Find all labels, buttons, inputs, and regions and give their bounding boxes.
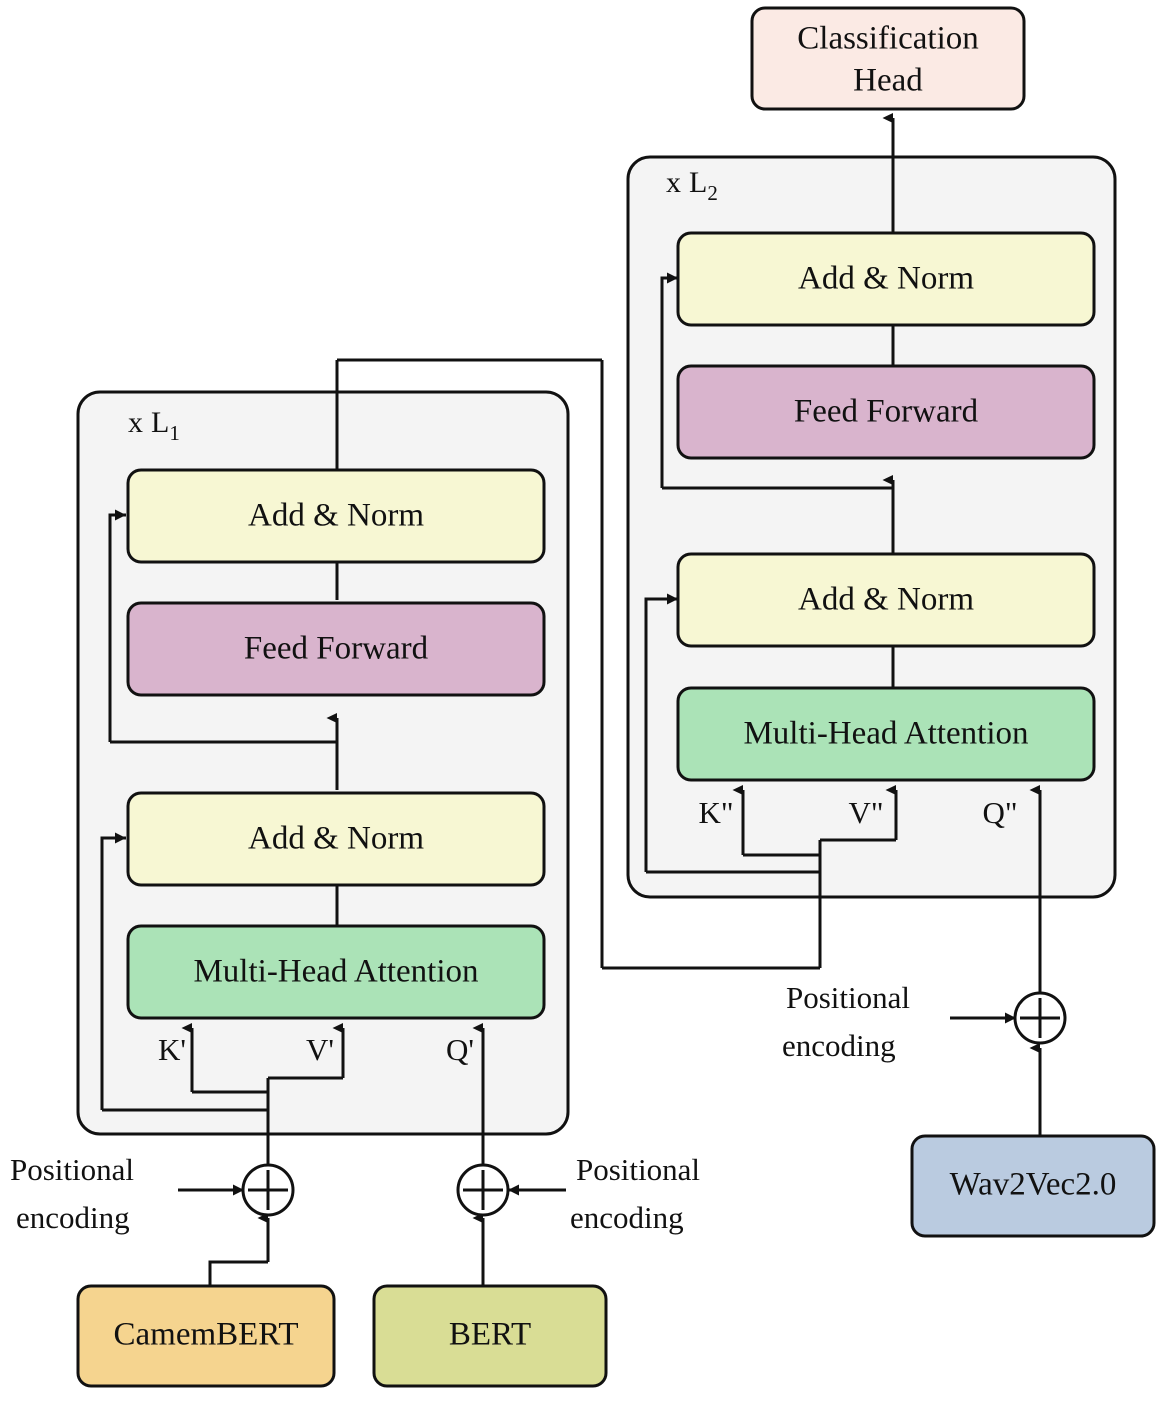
label-l1-v: V' — [306, 1032, 334, 1067]
pe-right-line2: encoding — [782, 1028, 896, 1063]
node-bert[interactable]: BERT — [372, 1284, 608, 1388]
node-l1-add-norm-bottom[interactable]: Add & Norm — [126, 791, 546, 887]
classification-head-label-line2: Head — [853, 63, 923, 99]
node-wav2vec[interactable]: Wav2Vec2.0 — [910, 1134, 1156, 1238]
node-l2-add-norm-top[interactable]: Add & Norm — [676, 231, 1096, 327]
l1-attention-label: Multi-Head Attention — [193, 954, 478, 990]
label-l1-k: K' — [158, 1032, 186, 1067]
edge-l2-residual-attn — [644, 593, 678, 872]
l2-attention-label: Multi-Head Attention — [743, 716, 1028, 752]
node-l2-multi-head-attention[interactable]: Multi-Head Attention — [676, 686, 1096, 782]
pe-right-line1: Positional — [786, 980, 910, 1015]
edge-l2-residual-ff — [660, 272, 678, 488]
positional-encoding-right: Positional encoding — [782, 980, 910, 1063]
plus-circle-icon-middle — [456, 1163, 510, 1217]
pe-left-line1: Positional — [10, 1152, 134, 1187]
plus-circle-icon-left — [241, 1163, 295, 1217]
node-l2-add-norm-bottom[interactable]: Add & Norm — [676, 552, 1096, 648]
positional-encoding-middle: Positional encoding — [570, 1152, 700, 1235]
edge-camembert-elbow — [208, 1260, 268, 1288]
node-l1-multi-head-attention[interactable]: Multi-Head Attention — [126, 924, 546, 1020]
plus-circle-icon-right — [1013, 991, 1067, 1045]
camembert-label: CamemBERT — [114, 1317, 299, 1353]
label-l2-v: V" — [848, 795, 883, 830]
pe-left-line2: encoding — [16, 1200, 130, 1235]
edge-l1-residual-attn — [100, 832, 126, 1110]
edge-l1-residual-ff — [108, 509, 126, 742]
pe-middle-line2: encoding — [570, 1200, 684, 1235]
l2-add-norm-top-label: Add & Norm — [798, 261, 974, 297]
node-l1-feed-forward[interactable]: Feed Forward — [126, 601, 546, 697]
classification-head-label-line1: Classification — [797, 21, 978, 57]
pe-middle-line1: Positional — [576, 1152, 700, 1187]
bert-label: BERT — [449, 1317, 531, 1353]
positional-encoding-left: Positional encoding — [10, 1152, 134, 1235]
node-l1-add-norm-top[interactable]: Add & Norm — [126, 468, 546, 564]
label-l1-q: Q' — [446, 1032, 474, 1067]
wav2vec-label: Wav2Vec2.0 — [950, 1167, 1117, 1203]
l2-add-norm-bottom-label: Add & Norm — [798, 582, 974, 618]
l1-feed-forward-label: Feed Forward — [244, 631, 429, 667]
l1-add-norm-bottom-label: Add & Norm — [248, 821, 424, 857]
node-camembert[interactable]: CamemBERT — [76, 1284, 336, 1388]
node-classification-head[interactable]: Classification Head — [750, 6, 1026, 111]
node-l2-feed-forward[interactable]: Feed Forward — [676, 364, 1096, 460]
l1-add-norm-top-label: Add & Norm — [248, 498, 424, 534]
l2-feed-forward-label: Feed Forward — [794, 394, 979, 430]
label-l2-k: K" — [698, 795, 733, 830]
label-l2-q: Q" — [982, 795, 1017, 830]
